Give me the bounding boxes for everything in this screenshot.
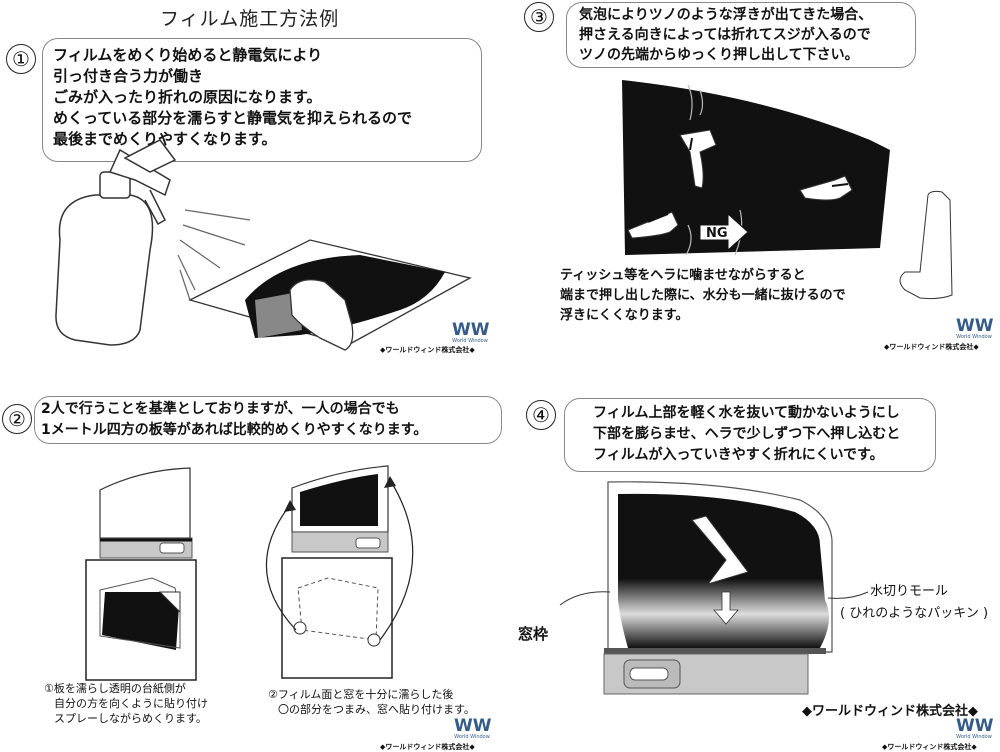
logo-sub: World Window bbox=[454, 734, 490, 740]
company-name: ◆ワールドウィンド株式会社◆ bbox=[380, 743, 475, 751]
step-number-2: ② bbox=[2, 404, 32, 434]
ng-label: NG bbox=[706, 226, 728, 241]
company-name-large: ◆ワールドウィンド株式会社◆ bbox=[802, 704, 978, 719]
step3-bubble: 気泡によりツノのような浮きが出てきた場合、 押さえる向きによっては折れてスジが入… bbox=[566, 2, 916, 68]
logo: WW World Window bbox=[956, 716, 994, 741]
step-number-1: ① bbox=[6, 44, 36, 74]
logo-mark: WW bbox=[956, 716, 994, 736]
page-title: フィルム施工方法例 bbox=[160, 8, 340, 30]
step1-line: めくっている部分を濡らすと静電気を抑えられるので bbox=[53, 109, 412, 127]
logo: WW World Window bbox=[452, 320, 490, 345]
caption-line: スプレーしながらめくります。 bbox=[54, 712, 207, 725]
logo-mark: WW bbox=[452, 320, 490, 340]
step3-note-line: ティッシュ等をヘラに噛ませながらすると bbox=[560, 268, 806, 283]
company-name: ◆ワールドウィンド株式会社◆ bbox=[884, 343, 979, 351]
molding-note: ( ひれのようなパッキン ) bbox=[840, 606, 989, 621]
step4-line: フィルム上部を軽く水を抜いて動かないようにし bbox=[593, 405, 900, 421]
molding-label: 水切りモール bbox=[870, 584, 949, 599]
step3-line: ツノの先端からゆっくり押し出して下さい。 bbox=[579, 47, 859, 63]
step3-line: 気泡によりツノのような浮きが出てきた場合、 bbox=[579, 7, 873, 23]
step2-line: 2人で行うことを基準としておりますが、一人の場合でも bbox=[41, 401, 400, 417]
step2-line: 1メートル四方の板等があれば比較的めくりやすくなります。 bbox=[41, 422, 428, 438]
logo-mark: WW bbox=[956, 316, 994, 336]
step1-bubble: フィルムをめくり始めると静電気により 引っ付き合う力が働き ごみが入ったり折れの… bbox=[42, 38, 482, 162]
logo-sub: World Window bbox=[956, 334, 992, 340]
step1-line: 引っ付き合う力が働き bbox=[53, 67, 204, 85]
step4-bubble: フィルム上部を軽く水を抜いて動かないようにし 下部を膨らませ、ヘラで少しずつ下へ… bbox=[564, 398, 936, 472]
caption-line: 〇の部分をつまみ、窓へ貼り付けます。 bbox=[278, 703, 475, 716]
logo-mark: WW bbox=[454, 716, 492, 736]
window-frame-label: 窓枠 bbox=[518, 625, 549, 643]
step2-bubble: 2人で行うことを基準としておりますが、一人の場合でも 1メートル四方の板等があれ… bbox=[34, 396, 502, 444]
step-number-3: ③ bbox=[524, 2, 554, 32]
step1-line: ごみが入ったり折れの原因になります。 bbox=[53, 88, 322, 106]
step2-caption-right: ②フィルム面と窓を十分に濡らした後 〇の部分をつまみ、窓へ貼り付けます。 bbox=[268, 687, 475, 717]
step4-line: フィルムが入っていきやすく折れにくいです。 bbox=[593, 447, 884, 463]
step4-line: 下部を膨らませ、ヘラで少しずつ下へ押し込むと bbox=[593, 426, 901, 442]
step1-line: フィルムをめくり始めると静電気により bbox=[53, 46, 323, 64]
step-number-4: ④ bbox=[526, 400, 556, 430]
step3-line: 押さえる向きによっては折れてスジが入るので bbox=[579, 27, 871, 43]
caption-line: ①板を濡らし透明の台紙側が bbox=[44, 682, 186, 695]
logo: WW World Window bbox=[956, 316, 994, 341]
step3-note-line: 浮きにくくなります。 bbox=[560, 308, 689, 323]
logo-sub: World Window bbox=[956, 734, 992, 740]
company-name: ◆ワールドウィンド株式会社◆ bbox=[380, 346, 475, 354]
step3-note: ティッシュ等をヘラに噛ませながらすると 端まで押し出した際に、水分も一緒に抜ける… bbox=[560, 266, 846, 326]
step2-caption-left: ①板を濡らし透明の台紙側が 自分の方を向くように貼り付け スプレーしながらめくり… bbox=[44, 681, 208, 726]
caption-line: 自分の方を向くように貼り付け bbox=[54, 697, 208, 710]
step1-line: 最後までめくりやすくなります。 bbox=[53, 130, 277, 148]
company-name: ◆ワールドウィンド株式会社◆ bbox=[882, 743, 977, 751]
step3-note-line: 端まで押し出した際に、水分も一緒に抜けるので bbox=[560, 288, 846, 303]
caption-line: ②フィルム面と窓を十分に濡らした後 bbox=[268, 688, 454, 701]
logo-sub: World Window bbox=[452, 338, 488, 344]
logo: WW World Window bbox=[454, 716, 492, 741]
